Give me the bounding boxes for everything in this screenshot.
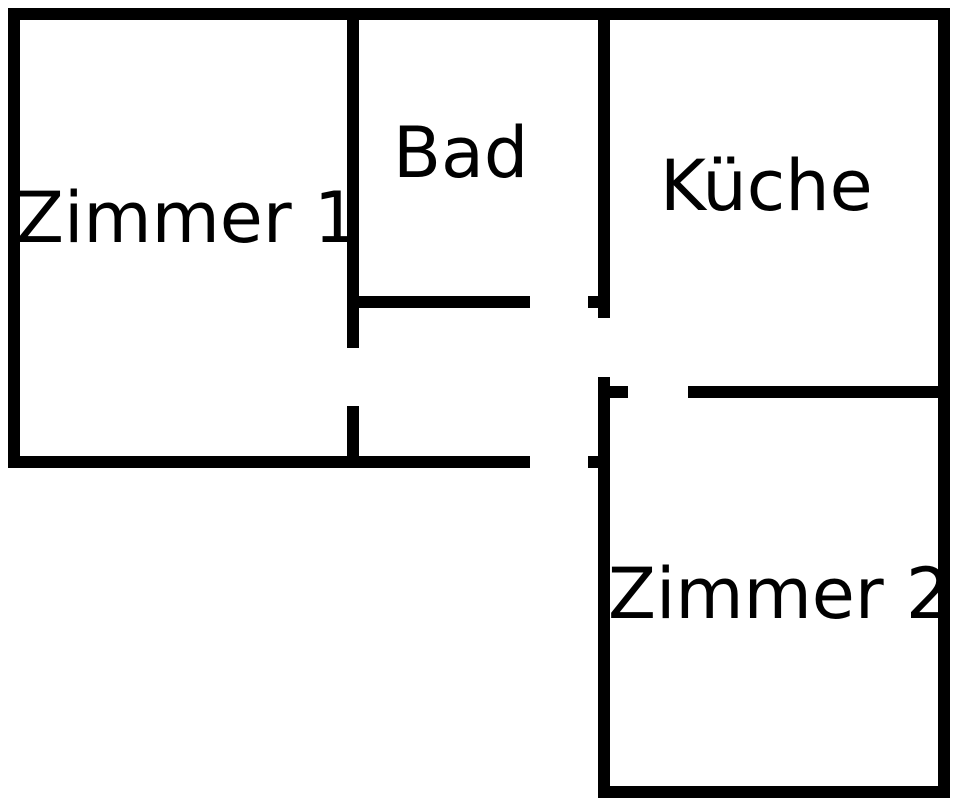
wall-zimmer1-hall	[347, 406, 359, 462]
wall-zimmer2-left	[598, 377, 610, 798]
wall-kueche-zimmer2	[688, 386, 950, 398]
wall-bottom-zimmer2	[598, 786, 950, 798]
wall-bad-bottom	[347, 296, 530, 308]
wall-bad-kueche	[598, 14, 610, 318]
wall-kueche-zimmer2-stub	[598, 386, 628, 398]
room-label-zimmer1: Zimmer 1	[16, 177, 358, 259]
wall-bad-bottom-stub	[588, 296, 610, 308]
room-label-zimmer2: Zimmer 2	[608, 553, 950, 635]
wall-right	[938, 8, 950, 798]
wall-left	[8, 8, 20, 468]
wall-top	[8, 8, 950, 20]
room-label-bad: Bad	[393, 112, 528, 194]
wall-bottom-left	[8, 456, 530, 468]
wall-zimmer1-bad	[347, 14, 359, 348]
room-label-kueche: Küche	[660, 145, 873, 227]
